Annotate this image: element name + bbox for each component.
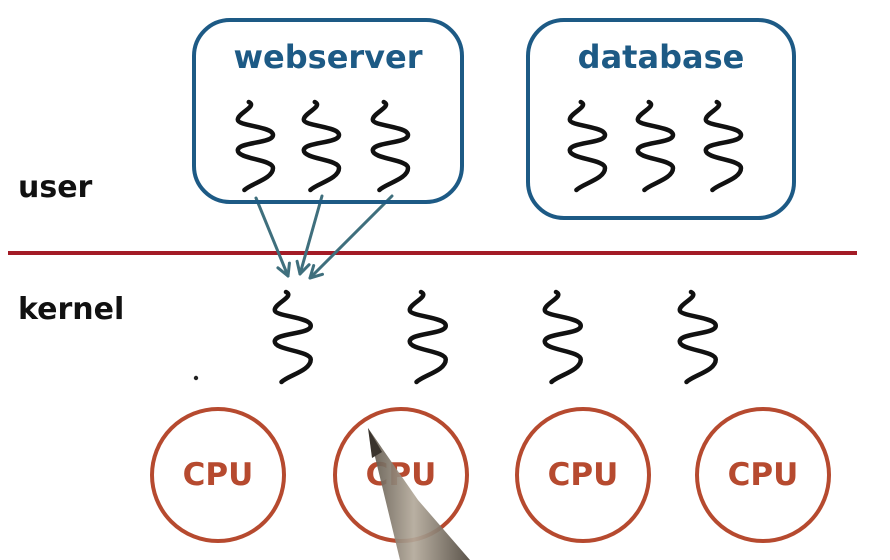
webserver-thread-1	[235, 99, 276, 193]
cpu-1-label: CPU	[182, 457, 254, 493]
database-thread-3	[703, 99, 744, 193]
kernel-thread-3	[542, 289, 583, 385]
cpu-4: CPU	[695, 407, 831, 543]
user-layer-label: user	[18, 170, 93, 205]
database-thread-1	[567, 99, 608, 193]
database-title: database	[577, 38, 745, 76]
stray-dot	[193, 375, 199, 381]
database-thread-2	[635, 99, 676, 193]
cpu-3: CPU	[515, 407, 651, 543]
mapping-arrow-3	[308, 194, 394, 280]
cpu-3-label: CPU	[547, 457, 619, 493]
kernel-thread-1	[272, 289, 313, 385]
kernel-thread-2	[407, 289, 448, 385]
cpu-1: CPU	[150, 407, 286, 543]
database-process-box: database	[526, 18, 796, 220]
webserver-title: webserver	[233, 38, 423, 76]
webserver-thread-2	[301, 99, 342, 193]
kernel-layer-label: kernel	[18, 292, 125, 327]
mapping-arrow-1	[254, 196, 291, 278]
cpu-2: CPU	[333, 407, 469, 543]
webserver-process-box: webserver	[192, 18, 464, 204]
mapping-arrow-2	[295, 194, 324, 276]
cpu-4-label: CPU	[727, 457, 799, 493]
kernel-thread-4	[677, 289, 718, 385]
cpu-2-label: CPU	[365, 457, 437, 493]
webserver-thread-3	[370, 99, 411, 193]
